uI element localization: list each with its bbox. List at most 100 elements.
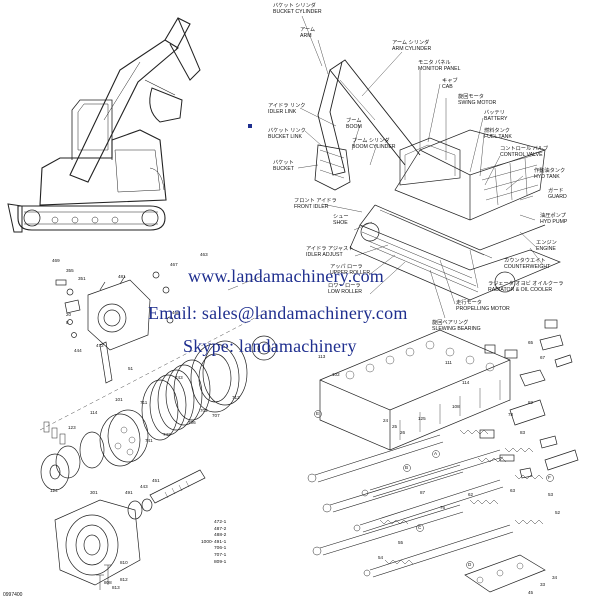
part-number: 743 [175, 375, 183, 380]
part-number: 113 [318, 354, 326, 359]
marker [248, 124, 252, 128]
part-number: 51 [128, 366, 134, 371]
part-number: 351 [78, 276, 86, 281]
part-number: 114 [462, 380, 470, 385]
part-number: 111 [445, 360, 452, 365]
part-number: 451 [152, 478, 160, 483]
part-number: 25 [392, 424, 398, 429]
part-number: 742 [163, 432, 171, 437]
part-number: 101 [115, 397, 123, 402]
ref-letter: A [434, 451, 438, 456]
part-number: 472 [96, 343, 104, 348]
part-number: 63 [510, 488, 516, 493]
part-number: 481 [118, 274, 126, 279]
part-number: 102 [332, 372, 340, 377]
ref-letter: D [468, 562, 472, 567]
part-number: 491 [125, 490, 133, 495]
part-number: 355 [66, 268, 74, 273]
part-number: 78 [508, 412, 514, 417]
part-number: 26 [400, 430, 406, 435]
parts-list-qty: 1000- [201, 540, 214, 545]
part-number: 707 [212, 413, 220, 418]
part-number: 54 [378, 555, 384, 560]
part-number: 711 [140, 400, 148, 405]
part-number: 444 [74, 348, 82, 353]
part-number: 467 [170, 262, 178, 267]
part-number: 469 [52, 258, 60, 263]
part-number: 8 [66, 320, 69, 325]
excavator-isometric-view [297, 15, 561, 319]
parts-list: 472-1 487-2 488-2 491-1 706-1 707-1 809-… [201, 520, 227, 565]
part-number: 34 [552, 575, 558, 580]
part-number: 45 [528, 590, 534, 595]
part-number: 702 [200, 408, 208, 413]
part-number: 706 [188, 420, 196, 425]
part-number: 301 [90, 490, 98, 495]
part-number: 24 [383, 418, 389, 423]
part-number: 468 [172, 310, 180, 315]
ref-letter: E [316, 411, 320, 416]
excavator-side-view [7, 17, 201, 233]
part-number: 67 [540, 355, 546, 360]
part-number: 741 [145, 438, 153, 443]
part-number: 87 [420, 490, 426, 495]
part-number: 83 [520, 430, 526, 435]
travel-motor-exploded-view [39, 271, 277, 590]
part-number: 123 [68, 425, 76, 430]
part-number: 114 [90, 410, 98, 415]
control-valve-exploded-view [307, 319, 579, 593]
part-number: 62 [468, 492, 474, 497]
drawing-code: 0997400 [3, 592, 23, 598]
ref-letter: F [548, 475, 551, 480]
part-number: 810 [120, 560, 128, 565]
ref-letter: B [405, 465, 409, 470]
part-number: 53 [548, 492, 554, 497]
watermark-url[interactable]: www.landamachinery.com [188, 266, 384, 286]
watermark-skype[interactable]: Skype: landamachinery [183, 336, 357, 356]
part-number: 65 [528, 340, 534, 345]
part-number: 812 [120, 577, 128, 582]
part-number: 52 [555, 510, 561, 515]
ref-letter: C [418, 525, 422, 530]
part-number: 108 [452, 404, 460, 409]
part-number: 55 [398, 540, 404, 545]
part-number: 82 [528, 400, 534, 405]
part-number: 712 [232, 395, 240, 400]
part-number: 76 [440, 505, 446, 510]
part-number: 20 [66, 312, 72, 317]
part-number: 125 [418, 416, 426, 421]
part-number: 813 [112, 585, 120, 590]
watermark-email[interactable]: Email: sales@landamachinery.com [148, 303, 408, 323]
part-number: 808 [104, 580, 112, 585]
part-number: 33 [540, 582, 546, 587]
part-number: 124 [50, 488, 58, 493]
